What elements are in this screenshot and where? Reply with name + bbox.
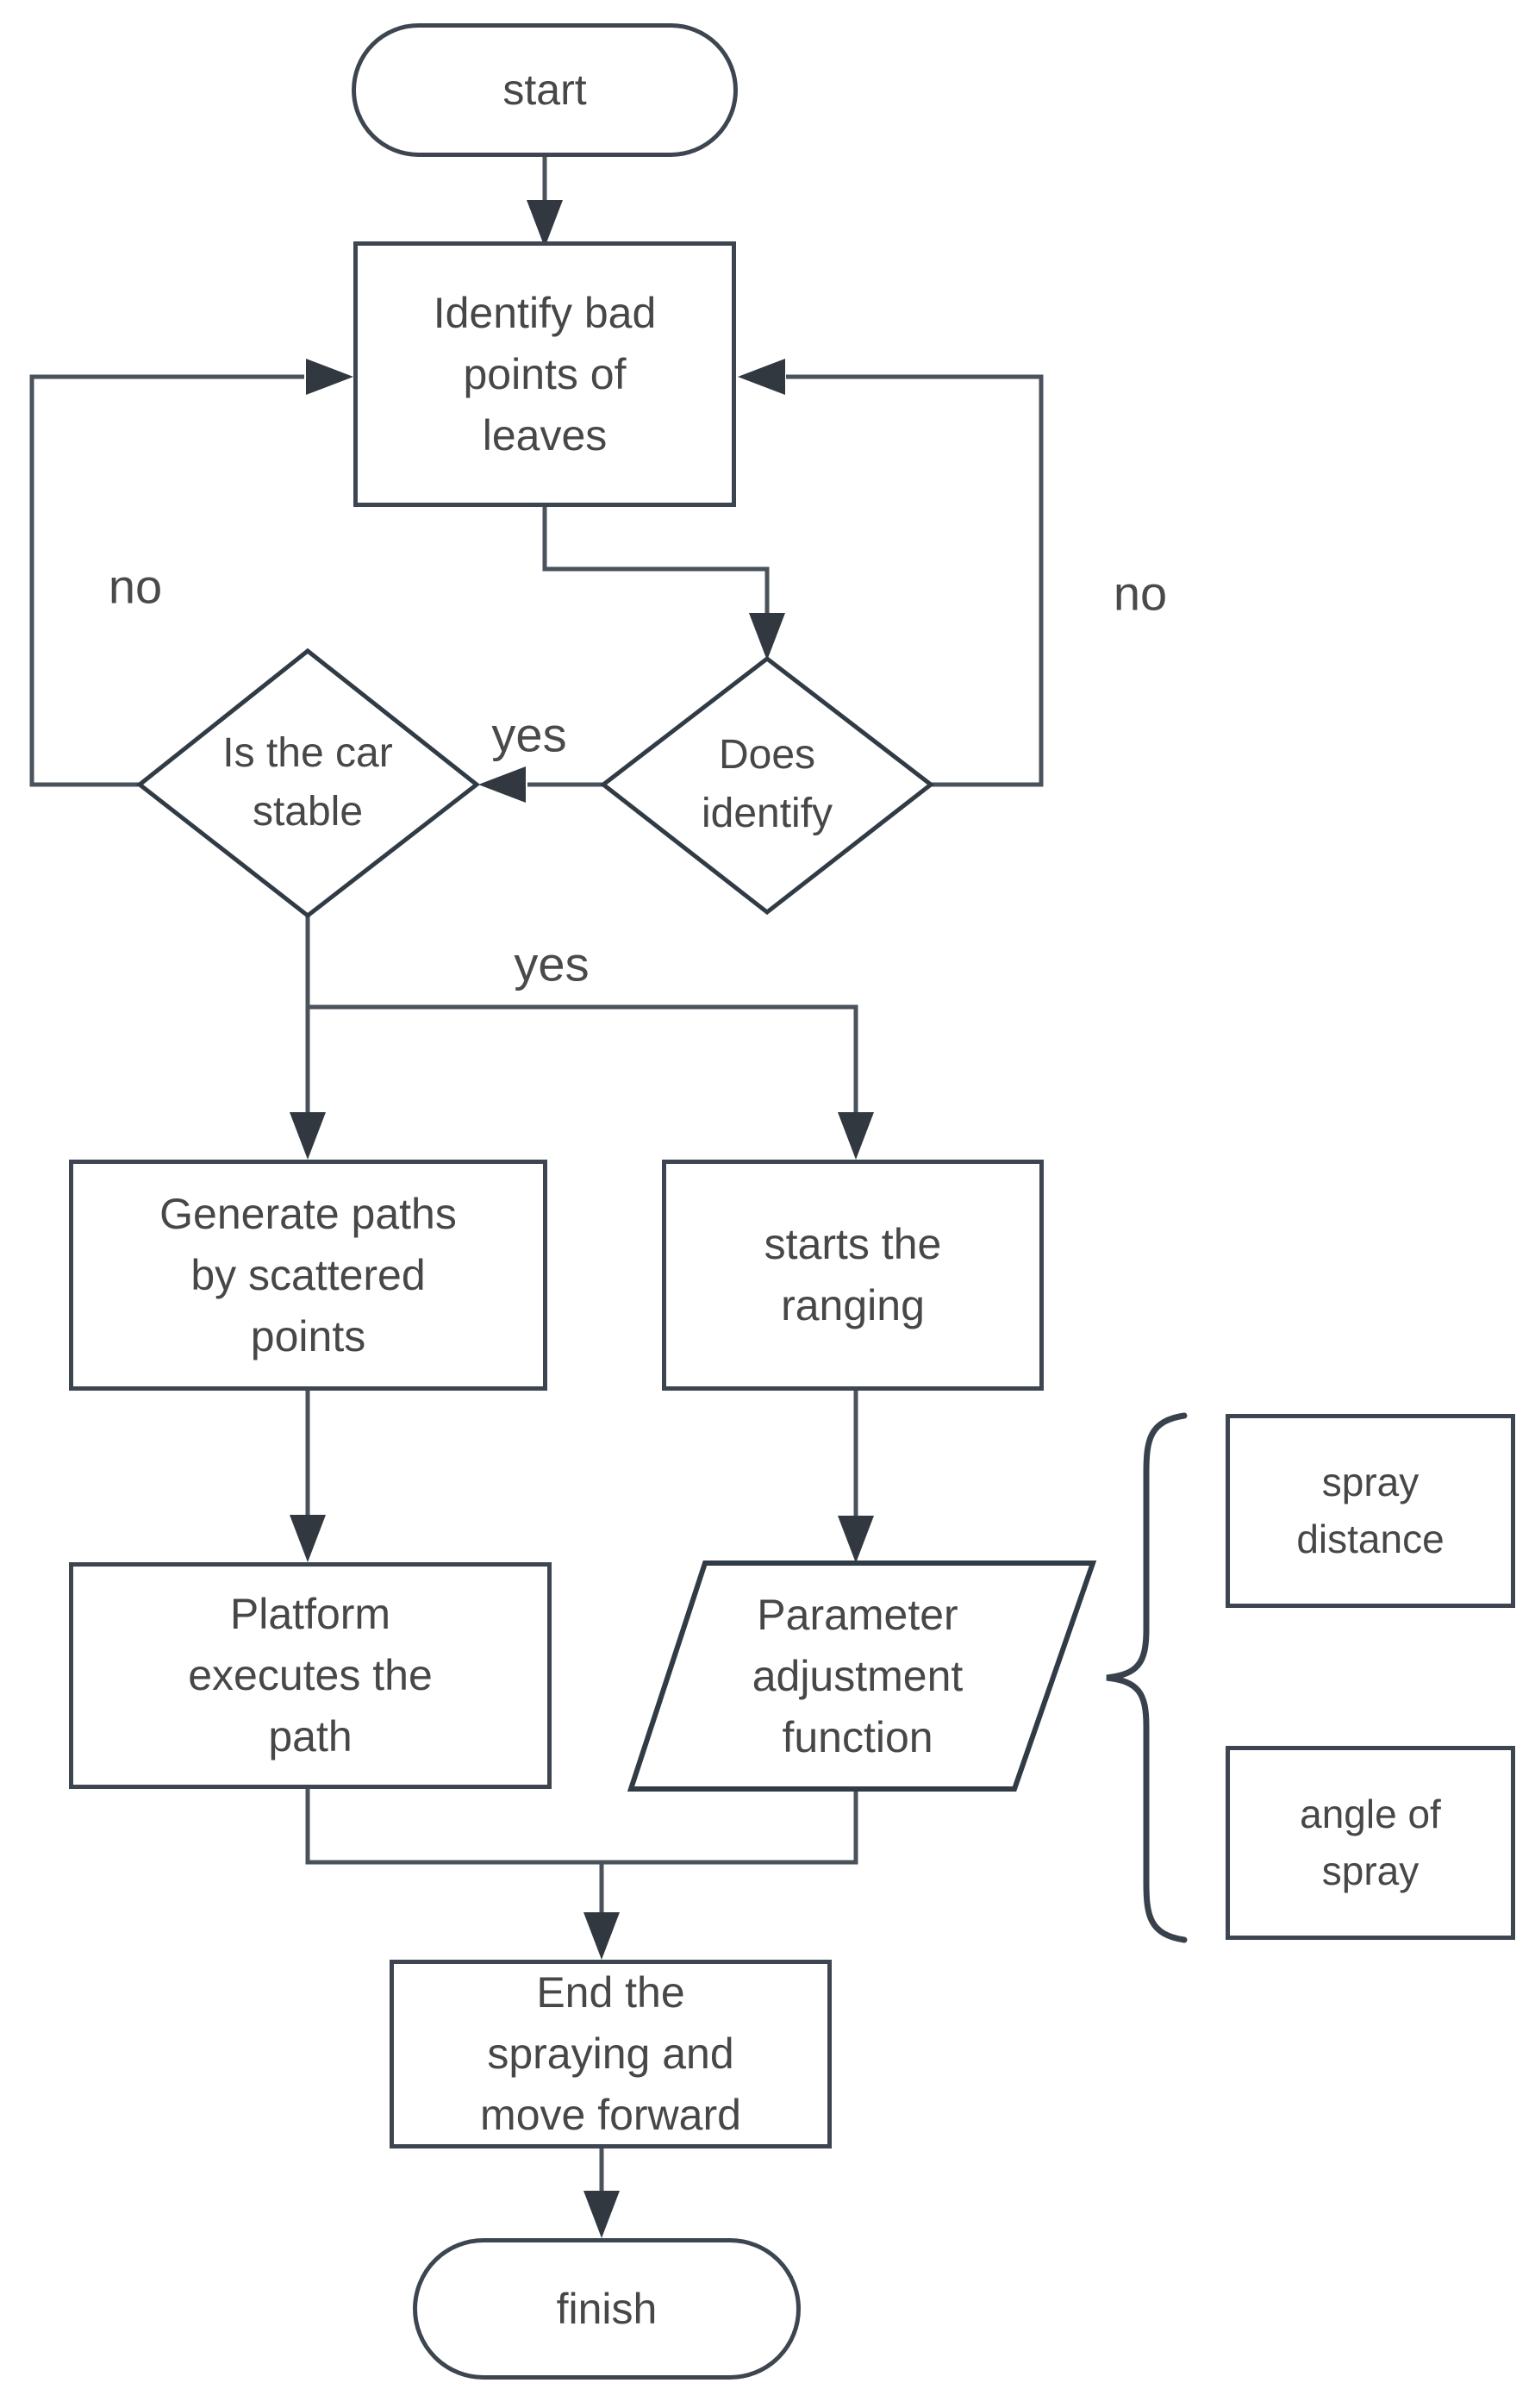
edge-label-yes-between: yes xyxy=(491,707,567,762)
decision-car-stable-shape xyxy=(135,647,481,919)
arrowhead-into-identify-right xyxy=(738,359,785,395)
edge-no-left-loop xyxy=(29,374,304,787)
arrowhead-into-startsranging xyxy=(838,1112,874,1160)
edge-identify-doesidentify xyxy=(542,507,770,616)
arrowhead-into-finish xyxy=(583,2191,620,2238)
node-generate-paths-label: Generate paths by scattered points xyxy=(159,1189,457,1360)
node-platform-executes-label: Platform executes the path xyxy=(188,1590,433,1761)
arrowhead-into-identify-left xyxy=(306,359,353,395)
node-end-spraying: End the spraying and move forward xyxy=(390,1960,832,2148)
arrowhead-into-end xyxy=(583,1912,620,1960)
edge-no-right-loop xyxy=(786,374,1044,787)
node-finish-label: finish xyxy=(556,2284,658,2333)
decision-does-identify-shape xyxy=(599,655,935,916)
curly-brace-icon xyxy=(1106,1412,1188,1943)
node-start: start xyxy=(352,23,738,157)
edge-carstable-startsranging xyxy=(308,1004,858,1114)
arrowhead-into-parameter xyxy=(838,1516,874,1563)
edge-label-yes-down: yes xyxy=(514,936,590,991)
node-angle-of-spray: angle of spray xyxy=(1226,1746,1515,1940)
arrowhead-into-identify-top xyxy=(527,200,563,247)
node-spray-distance-label: spray distance xyxy=(1296,1460,1445,1561)
node-platform-executes: Platform executes the path xyxy=(69,1562,552,1789)
parallelogram-parameter-adjustment-shape xyxy=(627,1561,1097,1792)
arrowhead-into-generate xyxy=(290,1112,326,1160)
node-spray-distance: spray distance xyxy=(1226,1414,1515,1608)
node-angle-of-spray-label: angle of spray xyxy=(1300,1792,1441,1893)
node-starts-ranging-label: starts the ranging xyxy=(764,1220,942,1329)
arrowhead-into-carstable xyxy=(478,766,526,803)
node-generate-paths: Generate paths by scattered points xyxy=(69,1160,547,1391)
node-starts-ranging: starts the ranging xyxy=(662,1160,1044,1391)
edge-join-bar xyxy=(305,1789,858,1865)
edge-label-no-right: no xyxy=(1113,566,1168,621)
node-start-label: start xyxy=(502,66,587,114)
node-finish: finish xyxy=(413,2238,801,2380)
node-identify-bad-points: Identify bad points of leaves xyxy=(353,241,736,507)
arrowhead-into-doesidentify xyxy=(749,613,785,660)
node-end-spraying-label: End the spraying and move forward xyxy=(480,1968,741,2139)
arrowhead-into-platform xyxy=(290,1515,326,1562)
edge-label-no-left: no xyxy=(108,559,163,614)
node-identify-bad-points-label: Identify bad points of leaves xyxy=(433,288,657,460)
